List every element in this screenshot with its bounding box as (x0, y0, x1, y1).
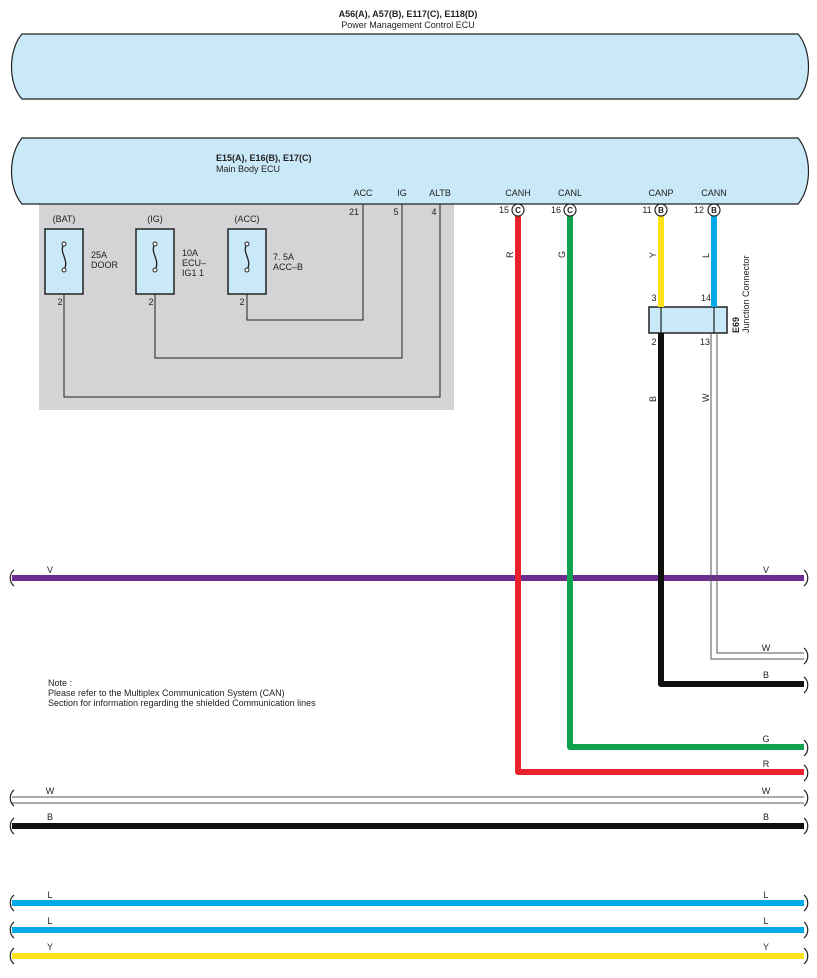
svg-text:C: C (567, 206, 573, 215)
fuse-bat-source: (BAT) (53, 214, 76, 224)
junction-pin-b: 2 (651, 337, 656, 347)
pin-altb: 4 (431, 207, 436, 217)
bus-g-label-right: G (762, 734, 769, 744)
pin-acc: 21 (349, 207, 359, 217)
bus-y-label-right: Y (763, 942, 769, 952)
bus-b-lower-label-left: B (47, 812, 53, 822)
fuse-ig-name1: ECU– (182, 258, 206, 268)
junction-code: E69 (731, 317, 741, 333)
svg-text:B: B (658, 206, 664, 215)
power-mgmt-ecu-code: A56(A), A57(B), E117(C), E118(D) (339, 9, 478, 19)
bus-w-lower-label-left: W (46, 786, 55, 796)
connector-canh[interactable]: C (511, 203, 525, 217)
junction-pin-w: 13 (700, 337, 710, 347)
bus-l1-label-right: L (763, 890, 768, 900)
terminal-acc-label: ACC (353, 188, 373, 198)
pin-canh: 15 (499, 205, 509, 215)
bus-w-label-right: W (762, 643, 771, 653)
wire-ig[interactable] (154, 204, 403, 359)
wire-color-cann: L (701, 253, 711, 258)
fuse-acc-rating: 7. 5A (273, 252, 294, 262)
connector-cann[interactable]: B (707, 203, 721, 217)
fuse-bat-pin: 2 (57, 297, 62, 307)
bus-l2-label-right: L (763, 916, 768, 926)
bus-v-label-left: V (47, 565, 53, 575)
terminal-canl-label: CANL (558, 188, 582, 198)
wire-color-w-out: W (701, 393, 711, 402)
fuse-ig-name2: IG1 1 (182, 268, 204, 278)
svg-text:C: C (515, 206, 521, 215)
wire-color-canp: Y (648, 252, 658, 258)
fuse-ig-pin: 2 (148, 297, 153, 307)
fuse-acc-pin: 2 (239, 297, 244, 307)
fuse-bat-name: DOOR (91, 260, 119, 270)
wire-color-canh: R (505, 251, 515, 258)
note-line-1: Please refer to the Multiplex Communicat… (48, 688, 285, 698)
junction-name: Junction Connector (741, 255, 751, 333)
fuse-acc-name: ACC–B (273, 262, 303, 272)
bus-l1-label-left: L (47, 890, 52, 900)
pin-ig: 5 (393, 207, 398, 217)
terminal-canp-label: CANP (648, 188, 673, 198)
terminal-cann-label: CANN (701, 188, 727, 198)
fuse-ig-rating: 10A (182, 248, 198, 258)
fuse-acc[interactable] (227, 228, 267, 295)
junction-pin-l: 14 (701, 293, 711, 303)
fuse-bat-rating: 25A (91, 250, 107, 260)
bus-w-lower-label-right: W (762, 786, 771, 796)
bus-b-label-right: B (763, 670, 769, 680)
bus-v-label-right: V (763, 565, 769, 575)
bus-r-label-right: R (763, 759, 770, 769)
fuse-ig[interactable] (135, 228, 175, 295)
bus-l2-label-left: L (47, 916, 52, 926)
wire-altb[interactable] (63, 204, 441, 398)
fuse-ig-source: (IG) (147, 214, 163, 224)
wire-acc[interactable] (246, 204, 364, 321)
power-mgmt-ecu-name: Power Management Control ECU (341, 20, 475, 30)
junction-pin-y: 3 (651, 293, 656, 303)
terminal-ig-label: IG (397, 188, 407, 198)
wire-canh-red[interactable] (515, 216, 804, 775)
pin-cann: 12 (694, 205, 704, 215)
wire-b-out[interactable] (658, 333, 804, 687)
wire-color-b-out: B (648, 396, 658, 402)
wire-canl-green[interactable] (567, 216, 804, 750)
fuse-bat[interactable] (44, 228, 84, 295)
bus-break-marks (9, 569, 809, 965)
connector-canp[interactable]: B (654, 203, 668, 217)
power-mgmt-ecu-box[interactable] (11, 33, 809, 100)
wire-w-out[interactable] (710, 333, 804, 660)
main-body-ecu-box[interactable] (11, 137, 809, 205)
svg-text:B: B (711, 206, 717, 215)
bus-y-label-left: Y (47, 942, 53, 952)
terminal-canh-label: CANH (505, 188, 531, 198)
note-title: Note : (48, 678, 72, 688)
connector-canl[interactable]: C (563, 203, 577, 217)
note-line-2: Section for information regarding the sh… (48, 698, 316, 708)
wire-color-canl: G (557, 251, 567, 258)
main-body-ecu-code: E15(A), E16(B), E17(C) (216, 153, 312, 163)
fuse-acc-source: (ACC) (235, 214, 260, 224)
pin-canp: 11 (642, 205, 651, 215)
pin-canl: 16 (551, 205, 561, 215)
terminal-altb-label: ALTB (429, 188, 451, 198)
main-body-ecu-name: Main Body ECU (216, 164, 280, 174)
bus-b-lower-label-right: B (763, 812, 769, 822)
